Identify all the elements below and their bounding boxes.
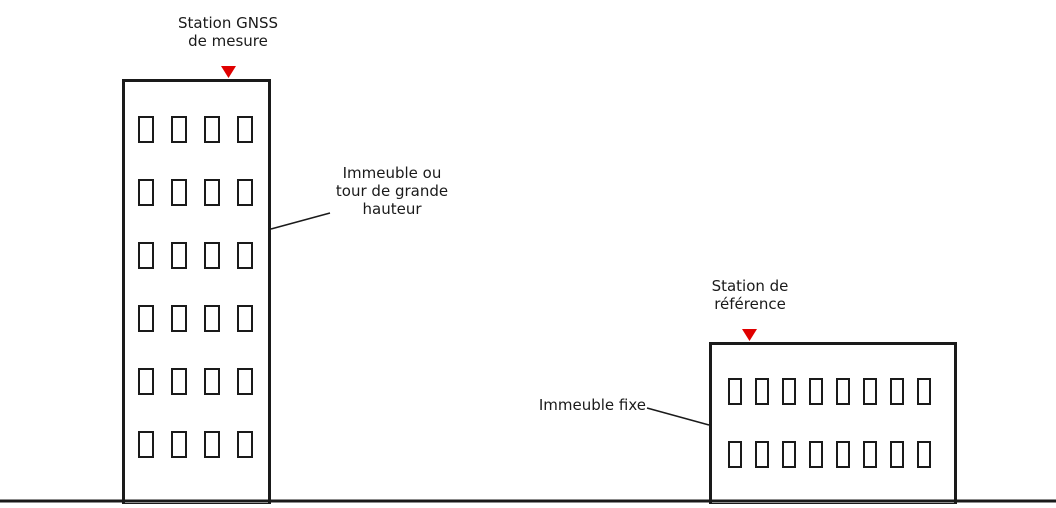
fixed-building-window (890, 378, 904, 405)
fixed-building-window (917, 441, 931, 468)
fixed-building-window (728, 441, 742, 468)
gnss-station-marker-icon (221, 66, 236, 78)
tall-building-window (171, 305, 187, 332)
fixed-building-label: Immeuble fixe (486, 396, 646, 414)
tall-building-window (237, 242, 253, 269)
fixed-building-window (890, 441, 904, 468)
fixed-building-window (863, 441, 877, 468)
fixed-building-leader-line (646, 407, 710, 426)
fixed-building-outline (709, 342, 957, 506)
tall-building-outline (122, 79, 271, 506)
tall-building-window (138, 431, 154, 458)
reference-station-label: Station de référence (670, 277, 830, 313)
tall-building-window (204, 431, 220, 458)
tall-building-label-line-3: hauteur (362, 200, 422, 218)
tall-building-window (171, 368, 187, 395)
reference-station-label-line-1: Station de (711, 277, 789, 295)
tall-building-window (171, 116, 187, 143)
fixed-building-window (809, 441, 823, 468)
tall-building-windows (138, 116, 253, 458)
fixed-building-window (836, 441, 850, 468)
gnss-station-label-line-1: Station GNSS (178, 14, 278, 32)
tall-building-window (237, 431, 253, 458)
tall-building-window (171, 179, 187, 206)
tall-building-window (237, 116, 253, 143)
tall-building-window (204, 368, 220, 395)
fixed-building-window (836, 378, 850, 405)
reference-station-marker-icon (742, 329, 757, 341)
tall-building-window (171, 242, 187, 269)
tall-building-window (204, 242, 220, 269)
fixed-building-window (755, 378, 769, 405)
fixed-building-window (728, 378, 742, 405)
fixed-building (709, 342, 957, 506)
tall-building-window (138, 116, 154, 143)
tall-building-window (237, 305, 253, 332)
reference-station-label-line-2: référence (714, 295, 786, 313)
gnss-station-label: Station GNSS de mesure (148, 14, 308, 50)
tall-building-label-line-2: tour de grande (335, 182, 449, 200)
tall-building-window (204, 305, 220, 332)
gnss-station-label-line-2: de mesure (188, 32, 268, 50)
tall-building-window (204, 116, 220, 143)
tall-building-window (204, 179, 220, 206)
tall-building (122, 79, 271, 506)
fixed-building-window (782, 441, 796, 468)
tall-building-label: Immeuble ou tour de grande hauteur (312, 164, 472, 218)
fixed-building-window (917, 378, 931, 405)
fixed-building-window (863, 378, 877, 405)
tall-building-window (237, 368, 253, 395)
fixed-building-window (782, 378, 796, 405)
tall-building-leader-line (270, 212, 331, 230)
tall-building-window (237, 179, 253, 206)
tall-building-window (138, 305, 154, 332)
tall-building-window (138, 242, 154, 269)
fixed-building-windows (728, 378, 931, 468)
tall-building-window (138, 179, 154, 206)
tall-building-window (171, 431, 187, 458)
fixed-building-window (755, 441, 769, 468)
tall-building-label-line-1: Immeuble ou (342, 164, 442, 182)
tall-building-window (138, 368, 154, 395)
fixed-building-window (809, 378, 823, 405)
fixed-building-label-text: Immeuble fixe (538, 396, 646, 414)
